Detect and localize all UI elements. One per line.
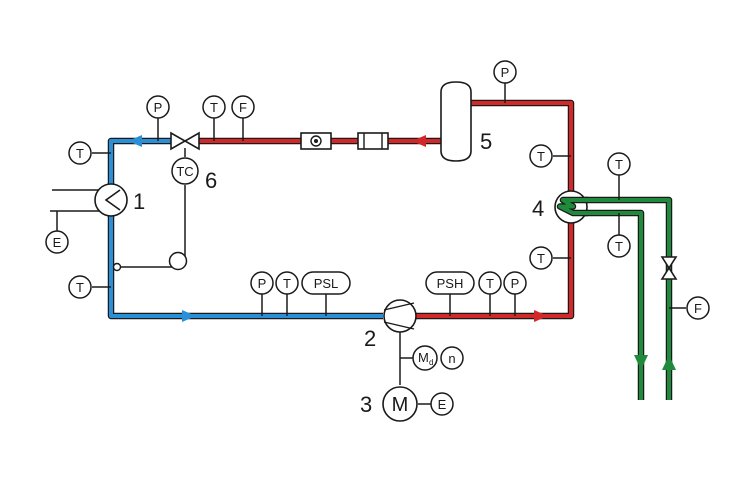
instrument-bubbles [45, 60, 710, 416]
torque-label: M [418, 350, 429, 365]
pressure-switch-high-label: PSH [437, 276, 464, 291]
compressor [383, 299, 417, 333]
hot-flow-arrow-bottom [534, 310, 548, 322]
water-out-arrow [634, 355, 648, 370]
evaporator-energy-label: E [53, 235, 62, 250]
instrument-lines [50, 83, 686, 405]
discharge-temperature-label: T [486, 276, 494, 291]
suction-temperature-label: T [283, 276, 291, 291]
motor-symbol: M [392, 394, 409, 416]
receiver-pressure-label: P [501, 65, 510, 80]
valve-inlet-temperature-label: T [210, 100, 218, 115]
pressure-switch-low-label: PSL [314, 276, 339, 291]
cold-flow-arrow-top [128, 135, 142, 147]
speed-label: n [448, 351, 455, 366]
sight-glass [300, 132, 332, 150]
temperature-controller-label: TC [176, 164, 193, 179]
condenser-outlet-temperature-label: T [537, 149, 545, 164]
water-valve [660, 256, 678, 280]
evaporator-number: 1 [133, 189, 145, 214]
evaporator [94, 183, 128, 217]
motor-number: 3 [360, 392, 372, 417]
motor-energy-label: E [438, 397, 447, 412]
evaporator-outlet-temperature-label: T [76, 280, 84, 295]
hot-flow-arrow-top [412, 135, 426, 147]
condenser-number: 4 [532, 196, 544, 221]
evaporator-inlet-temperature-label: T [76, 146, 84, 161]
valve-outlet-pressure-label: P [154, 100, 163, 115]
tc-sensing-bulb [168, 251, 188, 271]
water-line [585, 196, 673, 400]
motor [382, 386, 418, 422]
water-inlet-temperature-label: T [615, 239, 623, 254]
filter-drier [357, 132, 389, 150]
discharge-pressure-label: P [511, 276, 520, 291]
cold-line [107, 137, 383, 320]
torque-subscript-label: d [429, 358, 433, 367]
receiver [440, 81, 472, 162]
condenser-water-coil-fill [558, 198, 588, 215]
water-in-arrow [662, 355, 676, 370]
suction-pressure-label: P [258, 276, 267, 291]
water-flow-label: F [694, 301, 702, 316]
condenser-inlet-temperature-label: T [537, 251, 545, 266]
liquid-flow-label: F [239, 100, 247, 115]
water-outlet-temperature-label: T [615, 157, 623, 172]
expansion-valve [170, 131, 200, 151]
expansion-valve-number: 6 [205, 168, 217, 193]
compressor-number: 2 [364, 326, 376, 351]
cold-flow-arrow-bottom [182, 310, 196, 322]
receiver-number: 5 [480, 129, 492, 154]
instrument-labels: T E T P T F TC P T T T T F P T PSL PSH T… [53, 65, 702, 412]
tc-junction-dot [112, 262, 122, 272]
